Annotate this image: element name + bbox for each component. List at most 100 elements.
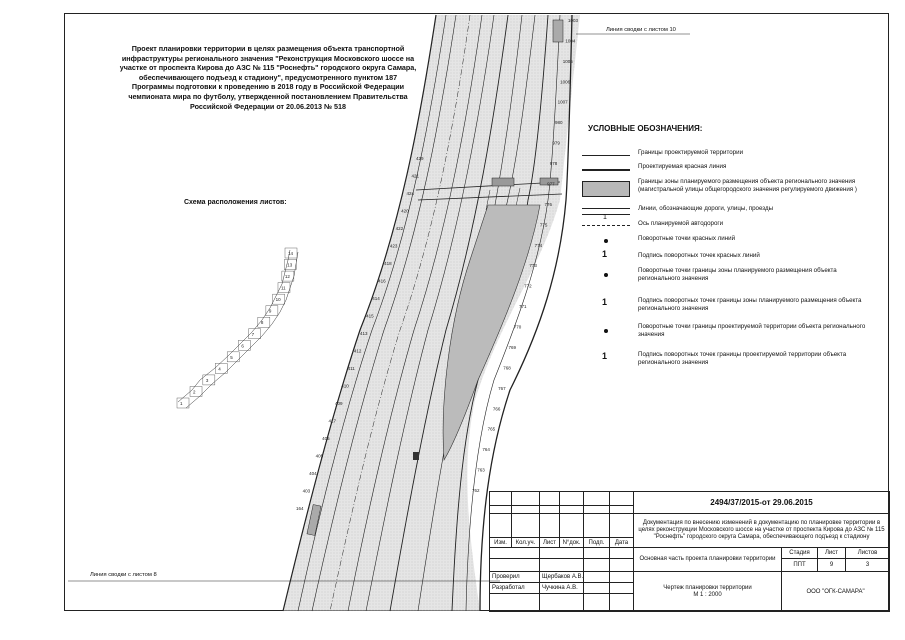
map-point-label: 769 [509,345,517,350]
map-point-label: 405 [316,454,324,459]
scheme-sheet-box [202,374,216,386]
scheme-sheet-number: 4 [218,366,221,371]
map-point-label: 1005 [563,59,574,64]
map-point-label: 773 [529,263,537,268]
map-point-label: 772 [524,284,532,289]
map-point-label: 418 [384,261,392,266]
structure [306,504,322,536]
legend-symbol-dot [582,267,630,281]
legend-symbol-dot [582,235,630,249]
structure [413,452,419,460]
scheme-sheet-box [277,282,291,293]
scheme-sheet-box [238,340,251,351]
scheme-sheet-number: 13 [287,263,293,268]
planned-zone-fill [283,15,580,611]
legend-symbol-thin-line [582,149,630,163]
legend-symbol-red-line [582,163,630,177]
map-point-label: 977 [547,181,555,186]
scheme-sheet-box [226,351,240,363]
scheme-sheet-number: 10 [276,297,282,302]
scheme-sheet-box [284,259,297,270]
scheme-sheet-number: 7 [252,332,255,337]
map-point-label: 417 [329,419,337,424]
drawing-name: Чертеж планировки территории М 1 : 2000 [633,571,782,612]
scheme-sheet-number: 12 [285,274,291,279]
map-point-label: 774 [535,243,543,248]
scheme-sheet-box [189,386,203,397]
map-point-label: 423 [390,244,398,249]
scheme-sheet-number: 2 [193,389,196,394]
header-kolich: Кол.уч. [511,537,540,548]
map-point-label: 771 [519,304,527,309]
scheme-sheet-box [265,305,279,316]
map-point-label: 420 [401,209,409,214]
legend-symbol-digit: 1 [602,351,608,361]
scheme-sheet-box [257,317,271,328]
person-checked: Щербаков А.В. [539,571,584,583]
road-line [282,14,437,612]
scheme-sheet-number: 14 [288,251,294,256]
sheet-value: 9 [817,558,846,572]
doc-number: 2494/37/2015-от 29.06.2015 [632,491,891,514]
structure [552,19,564,43]
map-point-label: 414 [372,296,380,301]
road-line [465,14,561,612]
section-name: Основная часть проекта планировки террит… [633,547,782,572]
scheme-sheet-box [281,270,295,282]
map-point-label: 770 [514,325,522,330]
scheme-sheet-box [215,363,228,374]
map-point-label: 766 [493,406,501,411]
map-point-label: 421 [412,174,420,179]
map-point-label: 775 [540,222,548,227]
map-point-label: 763 [477,468,485,473]
map-point-label: 764 [482,447,490,452]
map-point-label: 980 [555,120,563,125]
map-point-label: 979 [552,141,560,146]
header-izm: Изм. [489,537,512,548]
col-sheets: Листов [844,547,891,559]
map-point-label: 403 [303,489,311,494]
link-label-bottom: Линия сводки с листом 8 [90,572,157,578]
link-label-top: Линия сводки с листом 10 [606,27,676,33]
scheme-sheet-number: 11 [281,286,286,291]
header-podp: Подп. [583,537,610,548]
map-point-label: 410 [341,384,349,389]
header-doc: N°док. [559,537,584,548]
scheme-sheet-number: 5 [230,355,233,360]
scheme-sheet-number: 3 [206,378,209,383]
map-point-label: 767 [498,386,506,391]
map-point-label: 1004 [565,38,576,43]
map-point-label: 422 [396,226,404,231]
doc-description: Документация по внесению изменений в док… [632,513,891,548]
map-point-label: 776 [545,202,553,207]
scheme-sheet-box [272,293,285,305]
map-point-label: 415 [366,314,374,319]
map-point-label: 413 [360,331,368,336]
header-date: Дата [609,537,634,548]
role-checked: Проверил [489,571,540,583]
map-point-label: 424 [406,191,414,196]
map-point-label: 768 [503,365,511,370]
cross-road [415,181,563,201]
road-line [347,14,483,612]
map-point-label: 164 [296,506,304,511]
sheet-scheme [177,249,299,409]
road-line [311,14,457,612]
role-developed: Разработал [489,582,540,594]
person-developed: Чучкина А.В. [539,582,584,594]
map-point-label: 406 [322,436,330,441]
road-line [297,14,447,612]
map-point-label: 762 [472,488,480,493]
legend-symbol-digit: 1 [602,297,608,307]
island [442,204,541,461]
map-point-label: 411 [348,366,356,371]
cross-road [485,187,521,211]
map-point-label: 429 [416,156,424,161]
col-sheet: Лист [817,547,846,559]
header-list: Лист [539,537,560,548]
structure [539,177,559,186]
road-line [389,14,509,612]
map-point-label: 1003 [568,18,579,23]
map-point-label: 765 [488,427,496,432]
